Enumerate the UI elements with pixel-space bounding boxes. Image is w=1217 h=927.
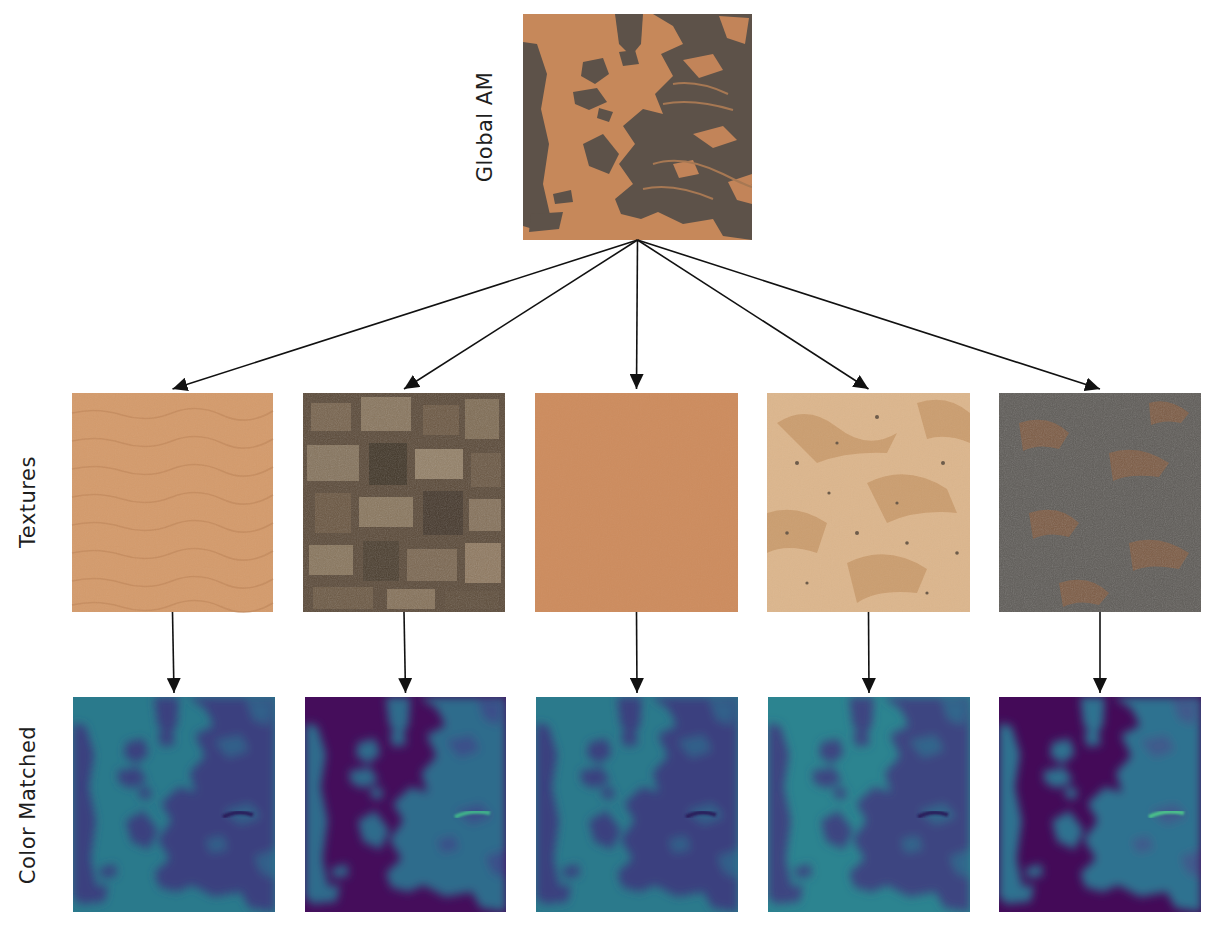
image-panel bbox=[72, 393, 273, 612]
image-panel bbox=[767, 393, 970, 612]
row-label: Textures bbox=[18, 456, 39, 548]
image-panel bbox=[73, 697, 275, 912]
image-panel bbox=[999, 697, 1201, 912]
arrow-connector bbox=[637, 240, 638, 389]
panel-heading: Global AM bbox=[475, 72, 496, 183]
image-panel bbox=[999, 393, 1201, 612]
arrow-connector bbox=[173, 612, 175, 693]
image-panel bbox=[768, 697, 970, 912]
image-panel bbox=[536, 697, 738, 912]
image-panel bbox=[303, 393, 505, 612]
arrow-connector bbox=[638, 240, 869, 389]
arrow-connector bbox=[638, 240, 1101, 389]
image-panel bbox=[305, 697, 506, 912]
arrow-connector bbox=[636, 612, 638, 693]
image-panel: Global AM bbox=[523, 14, 752, 240]
row-label: Color Matched bbox=[18, 726, 39, 884]
image-panel bbox=[535, 393, 738, 612]
arrow-connector bbox=[404, 240, 638, 389]
arrow-connector bbox=[404, 612, 406, 693]
arrow-connector bbox=[868, 612, 870, 693]
arrow-connector bbox=[173, 240, 638, 389]
arrow-connector bbox=[1099, 612, 1101, 693]
